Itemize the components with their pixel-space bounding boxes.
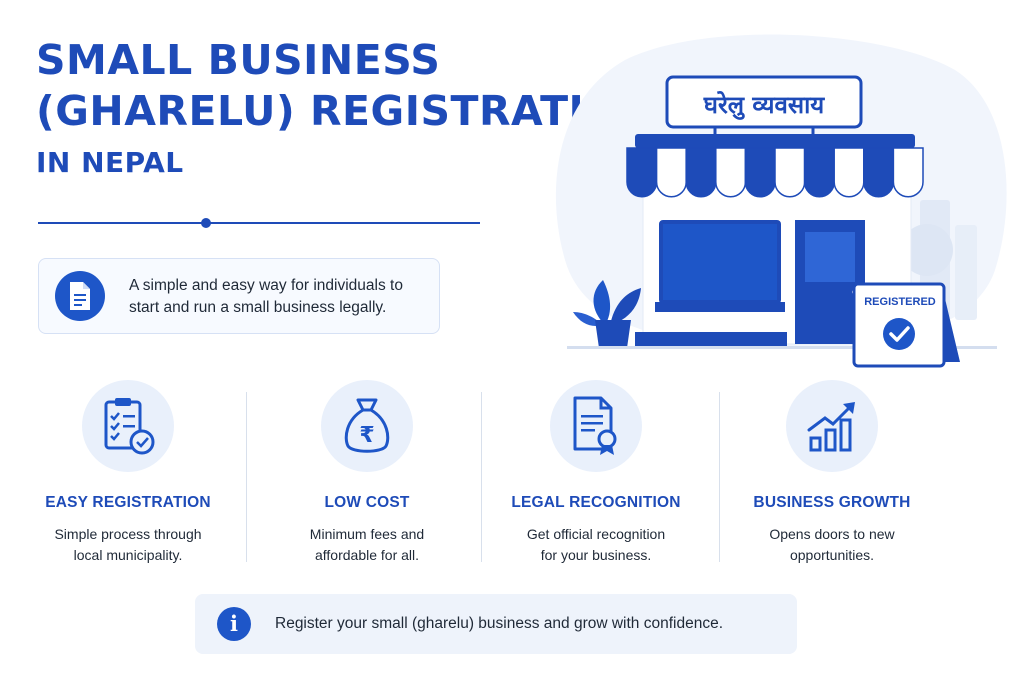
shop-illustration — [555, 30, 1015, 375]
feature-separator — [481, 392, 482, 562]
feature-desc-line: for your business. — [540, 547, 652, 563]
feature-easy-registration: EASY REGISTRATION Simple process through… — [18, 380, 238, 566]
page-title: SMALL BUSINESS (GHARELU) REGISTRATION IN… — [36, 36, 655, 180]
feature-desc: Opens doors to new opportunities. — [722, 524, 942, 566]
checklist-icon — [82, 380, 174, 472]
feature-desc-line: local municipality. — [73, 547, 183, 563]
feature-business-growth: BUSINESS GROWTH Opens doors to new oppor… — [722, 380, 942, 566]
feature-desc-line: Opens doors to new — [769, 526, 895, 542]
feature-desc: Simple process through local municipalit… — [18, 524, 238, 566]
confidence-banner: i Register your small (gharelu) business… — [195, 594, 797, 654]
shop-sign-text: घरेलु व्यवसाय — [703, 91, 825, 119]
intro-box: A simple and easy way for individuals to… — [38, 258, 440, 334]
divider-dot — [201, 218, 211, 228]
certificate-icon — [550, 380, 642, 472]
banner-text: Register your small (gharelu) business a… — [275, 615, 723, 632]
registered-badge: REGISTERED — [852, 282, 960, 368]
feature-desc-line: affordable for all. — [314, 547, 420, 563]
document-icon — [55, 271, 105, 321]
feature-desc-line: Simple process through — [54, 526, 202, 542]
title-line-3: IN NEPAL — [36, 146, 184, 180]
feature-desc-line: Minimum fees and — [309, 526, 425, 542]
feature-title: LEGAL RECOGNITION — [511, 494, 681, 511]
feature-row: EASY REGISTRATION Simple process through… — [0, 380, 1024, 570]
feature-separator — [719, 392, 720, 562]
feature-desc: Minimum fees and affordable for all. — [257, 524, 477, 566]
feature-title: EASY REGISTRATION — [45, 494, 211, 511]
feature-desc: Get official recognition for your busine… — [486, 524, 706, 566]
title-line-1: SMALL BUSINESS — [36, 36, 441, 84]
feature-desc-line: opportunities. — [789, 547, 875, 563]
feature-title: BUSINESS GROWTH — [753, 494, 911, 511]
registered-badge-text: REGISTERED — [864, 296, 936, 308]
info-icon: i — [217, 607, 251, 641]
money-bag-rupee-icon: ₹ — [321, 380, 413, 472]
feature-low-cost: ₹ LOW COST Minimum fees and affordable f… — [257, 380, 477, 566]
svg-text:₹: ₹ — [359, 423, 374, 448]
feature-separator — [246, 392, 247, 562]
title-divider — [38, 222, 480, 224]
growth-chart-icon — [786, 380, 878, 472]
title-line-2: (GHARELU) REGISTRATION — [36, 87, 655, 136]
feature-desc-line: Get official recognition — [526, 526, 666, 542]
feature-title: LOW COST — [324, 494, 410, 511]
intro-text: A simple and easy way for individuals to… — [129, 277, 403, 316]
feature-legal-recognition: LEGAL RECOGNITION Get official recogniti… — [486, 380, 706, 566]
